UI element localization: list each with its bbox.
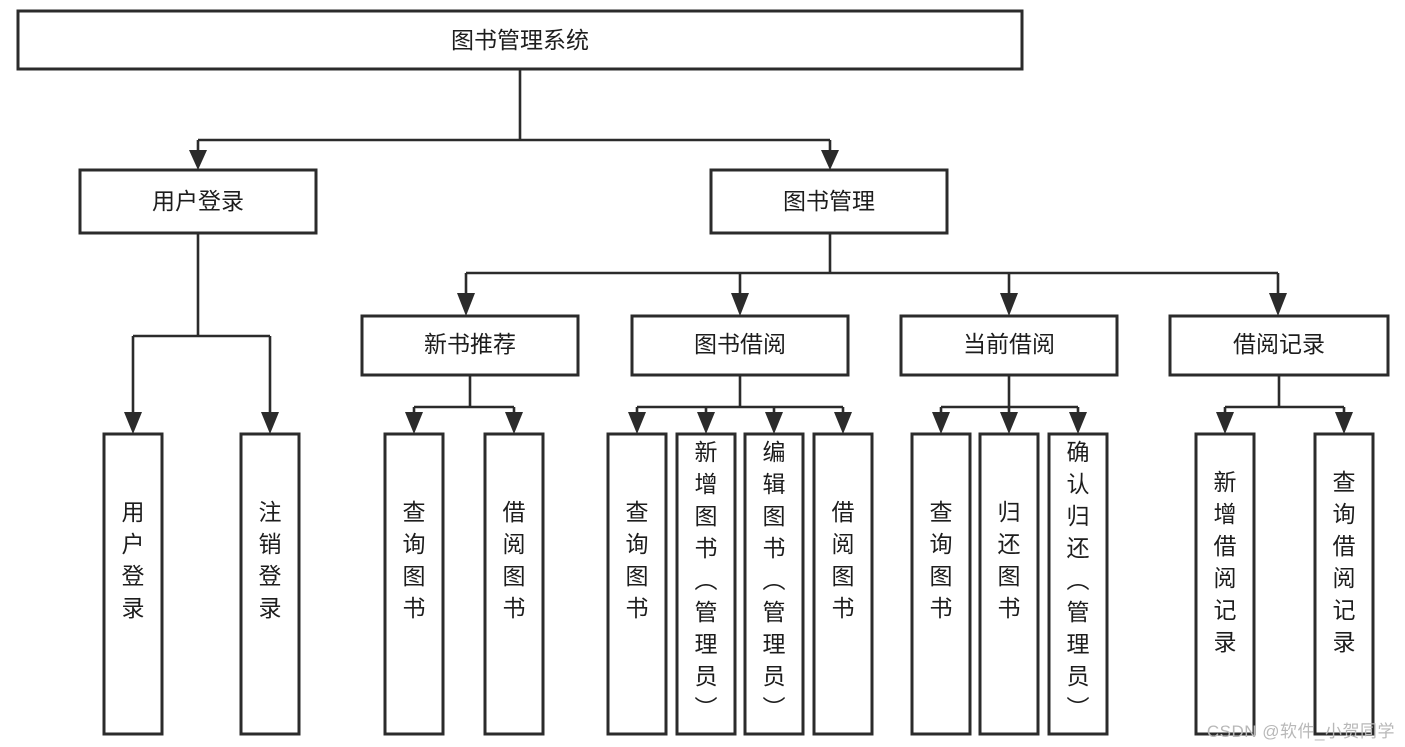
arrow-icon-to-leaf-edit-book (765, 412, 783, 434)
node-new-book-recommend[interactable]: 新书推荐 (360, 314, 580, 377)
node-user-login-label: 用户登录 (152, 188, 244, 214)
node-leaf-edit-book[interactable]: 编辑图书︵管理员︶ (743, 432, 805, 736)
node-book-borrow-box[interactable] (630, 314, 850, 377)
node-borrow-record[interactable]: 借阅记录 (1168, 314, 1390, 377)
arrow-icon-to-leaf-confirm-return (1069, 412, 1087, 434)
node-leaf-query-book-1-box[interactable] (383, 432, 445, 736)
node-book-manage[interactable]: 图书管理 (709, 168, 949, 235)
arrow-icon-to-leaf-query-book-1 (405, 412, 423, 434)
node-leaf-query-record-label: 查询借阅记录 (1333, 469, 1356, 655)
edge-group-root (189, 69, 839, 170)
arrow-icon-to-current-borrow (1000, 293, 1018, 316)
node-book-manage-box[interactable] (709, 168, 949, 235)
node-leaf-edit-book-label: 编辑图书︵管理员︶ (763, 439, 786, 721)
arrow-icon-to-leaf-query-book-2 (628, 412, 646, 434)
node-user-login[interactable]: 用户登录 (78, 168, 318, 235)
node-leaf-borrow-book-1[interactable]: 借阅图书 (483, 432, 545, 736)
node-leaf-add-book-label: 新增图书︵管理员︶ (695, 439, 718, 721)
node-leaf-return-book-label: 归还图书 (998, 499, 1021, 621)
node-leaf-user-login-label: 用户登录 (122, 499, 145, 621)
node-leaf-add-record-label: 新增借阅记录 (1214, 469, 1237, 655)
node-leaf-query-book-3-box[interactable] (910, 432, 972, 736)
edge-group-new-book-recommend (405, 375, 523, 434)
node-leaf-return-book[interactable]: 归还图书 (978, 432, 1040, 736)
node-book-borrow[interactable]: 图书借阅 (630, 314, 850, 377)
arrow-icon-to-book-borrow (731, 293, 749, 316)
node-leaf-confirm-return-label: 确认归还︵管理员︶ (1067, 439, 1090, 721)
node-leaf-add-book-box[interactable] (675, 432, 737, 736)
node-leaf-query-book-3-label: 查询图书 (930, 499, 953, 621)
node-leaf-query-book-2-label: 查询图书 (626, 499, 649, 621)
node-leaf-borrow-book-2-box[interactable] (812, 432, 874, 736)
node-leaf-add-record-box[interactable] (1194, 432, 1256, 736)
node-leaf-user-login-box[interactable] (102, 432, 164, 736)
arrow-icon-to-leaf-borrow-book-2 (834, 412, 852, 434)
node-leaf-confirm-return-box[interactable] (1047, 432, 1109, 736)
node-leaf-borrow-book-1-box[interactable] (483, 432, 545, 736)
arrow-icon-to-leaf-user-logout (261, 412, 279, 434)
edge-group-book-manage (457, 233, 1287, 316)
node-user-login-box[interactable] (78, 168, 318, 235)
node-leaf-add-record[interactable]: 新增借阅记录 (1194, 432, 1256, 736)
node-borrow-record-label: 借阅记录 (1233, 331, 1325, 357)
node-leaf-borrow-book-1-label: 借阅图书 (503, 499, 526, 621)
node-book-borrow-label: 图书借阅 (694, 331, 786, 357)
node-leaf-user-logout-label: 注销登录 (259, 499, 282, 621)
node-current-borrow[interactable]: 当前借阅 (899, 314, 1119, 377)
arrow-icon-to-leaf-add-book (697, 412, 715, 434)
node-leaf-borrow-book-2[interactable]: 借阅图书 (812, 432, 874, 736)
node-new-book-recommend-label: 新书推荐 (424, 331, 516, 357)
node-leaf-query-record[interactable]: 查询借阅记录 (1313, 432, 1375, 736)
arrow-icon-to-user-login (189, 150, 207, 170)
node-leaf-user-login[interactable]: 用户登录 (102, 432, 164, 736)
edge-group-current-borrow (932, 375, 1087, 434)
edge-group-user-login (124, 233, 279, 434)
watermark-text: CSDN @软件_小贺同学 (1206, 722, 1395, 741)
node-leaf-user-logout-box[interactable] (239, 432, 301, 736)
arrow-icon-to-new-book-recommend (457, 293, 475, 316)
node-leaf-query-book-1-label: 查询图书 (403, 499, 426, 621)
arrow-icon-to-book-manage (821, 150, 839, 170)
node-leaf-query-book-3[interactable]: 查询图书 (910, 432, 972, 736)
node-root-box[interactable] (16, 9, 1024, 71)
arrow-icon-to-leaf-return-book (1000, 412, 1018, 434)
arrow-icon-to-leaf-query-record (1335, 412, 1353, 434)
arrow-icon-to-leaf-user-login (124, 412, 142, 434)
node-leaf-add-book[interactable]: 新增图书︵管理员︶ (675, 432, 737, 736)
node-leaf-query-book-2[interactable]: 查询图书 (606, 432, 668, 736)
node-leaf-borrow-book-2-label: 借阅图书 (832, 499, 855, 621)
edge-group-book-borrow (628, 375, 852, 434)
arrow-icon-to-leaf-borrow-book-1 (505, 412, 523, 434)
node-leaf-query-book-2-box[interactable] (606, 432, 668, 736)
node-leaf-query-record-box[interactable] (1313, 432, 1375, 736)
node-current-borrow-label: 当前借阅 (963, 331, 1055, 357)
node-root-label: 图书管理系统 (451, 27, 589, 53)
node-new-book-recommend-box[interactable] (360, 314, 580, 377)
node-book-manage-label: 图书管理 (783, 188, 875, 214)
arrow-icon-to-borrow-record (1269, 293, 1287, 316)
node-leaf-confirm-return[interactable]: 确认归还︵管理员︶ (1047, 432, 1109, 736)
arrow-icon-to-leaf-query-book-3 (932, 412, 950, 434)
node-leaf-user-logout[interactable]: 注销登录 (239, 432, 301, 736)
node-leaf-return-book-box[interactable] (978, 432, 1040, 736)
node-borrow-record-box[interactable] (1168, 314, 1390, 377)
node-leaf-query-book-1[interactable]: 查询图书 (383, 432, 445, 736)
arrow-icon-to-leaf-add-record (1216, 412, 1234, 434)
edge-group-borrow-record (1216, 375, 1353, 434)
node-leaf-edit-book-box[interactable] (743, 432, 805, 736)
node-root[interactable]: 图书管理系统 (16, 9, 1024, 71)
node-current-borrow-box[interactable] (899, 314, 1119, 377)
